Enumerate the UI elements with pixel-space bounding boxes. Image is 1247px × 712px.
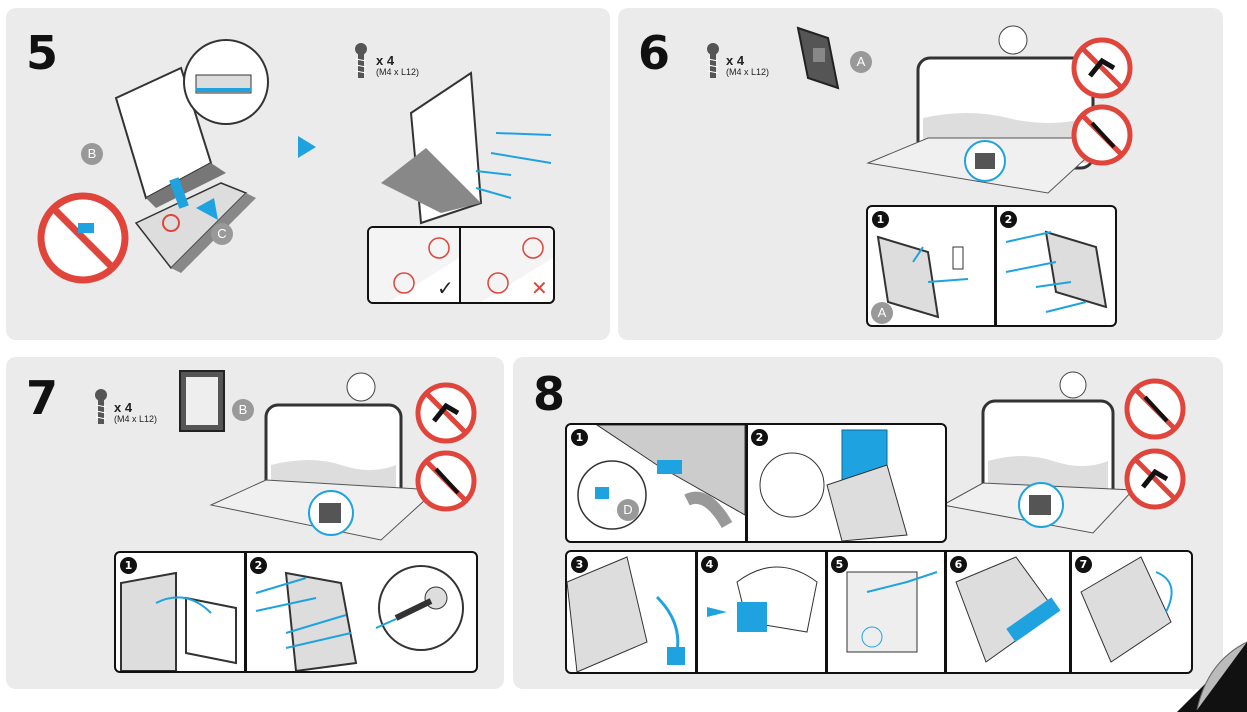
tv-facedown-illustration <box>209 372 438 541</box>
no-surface-warning-icon <box>1124 378 1186 440</box>
substep-1: 1 <box>571 429 588 446</box>
step-8-top-box: 1 2 D <box>565 423 947 543</box>
step-number: 7 <box>26 371 59 425</box>
screw-qty: x 4 (M4 x L12) <box>376 53 420 78</box>
step-6-detail-box: 1 2 A <box>866 205 1117 327</box>
substep-4: 4 <box>701 556 718 573</box>
stand-screw-illustration <box>381 71 552 225</box>
cross-mark-icon: ✕ <box>531 278 548 300</box>
substep-7: 7 <box>1075 556 1092 573</box>
bracket-a-icon <box>796 26 840 90</box>
substep-2: 2 <box>1000 211 1017 228</box>
step-number: 6 <box>638 26 671 80</box>
badge-b: B <box>232 399 254 421</box>
cable-cover-mount-illustration <box>759 429 908 541</box>
step-number: 8 <box>533 367 566 421</box>
substep-1: 1 <box>120 557 137 574</box>
bracket-align-illustration <box>876 235 969 319</box>
screw-icon <box>707 43 719 78</box>
no-surface-warning-icon <box>1071 104 1133 166</box>
cover-attach-illustration <box>955 556 1061 663</box>
substep-3: 3 <box>571 556 588 573</box>
badge-c: C <box>211 223 233 245</box>
screw-qty: x 4 (M4 x L12) <box>726 53 770 78</box>
screw-qty: x 4 (M4 x L12) <box>114 400 158 425</box>
no-hands-warning-icon <box>415 382 477 444</box>
no-hands-warning-icon <box>37 192 129 284</box>
screw-icon <box>355 43 367 78</box>
no-hands-warning-icon <box>1071 37 1133 99</box>
cable-route-illustration <box>846 571 938 653</box>
badge-a: A <box>871 302 893 324</box>
no-hands-warning-icon <box>1124 448 1186 510</box>
correct-position-illustration <box>369 228 459 302</box>
next-arrow-icon <box>298 136 316 158</box>
screw-qty-count: x 4 <box>114 400 133 415</box>
plate-screw-illustration <box>255 565 464 671</box>
substep-5: 5 <box>831 556 848 573</box>
cable-connect-illustration <box>567 556 685 672</box>
step-8-bottom-box: 3 4 5 6 7 <box>565 550 1193 674</box>
screw-icon <box>95 389 107 424</box>
step-7-panel: 7 x 4 (M4 x L12) B 1 2 <box>6 357 504 689</box>
badge-d: D <box>617 499 639 521</box>
step-6-panel: 6 x 4 (M4 x L12) A 1 2 <box>618 8 1223 340</box>
cable-cover-detach-illustration <box>577 425 746 530</box>
plate-b-icon <box>179 370 225 432</box>
no-surface-warning-icon <box>415 450 477 512</box>
incorrect-position-illustration <box>461 228 553 302</box>
step-8-panel: 8 1 2 D <box>513 357 1223 689</box>
screw-qty-count: x 4 <box>726 53 745 68</box>
tv-facedown-illustration <box>941 371 1135 534</box>
final-assembly-illustration <box>1080 556 1173 663</box>
screw-spec: (M4 x L12) <box>114 414 158 425</box>
page-curl-icon <box>1177 641 1247 712</box>
zoom-detail-circle <box>183 39 269 125</box>
substep-1: 1 <box>872 211 889 228</box>
substep-2: 2 <box>751 429 768 446</box>
badge-a: A <box>850 51 872 73</box>
cable-clip-illustration <box>707 566 818 633</box>
correct-incorrect-box: ✓ ✕ <box>367 226 555 304</box>
substep-6: 6 <box>950 556 967 573</box>
step-number: 5 <box>26 26 59 80</box>
substep-2: 2 <box>250 557 267 574</box>
screw-spec: (M4 x L12) <box>726 67 770 78</box>
check-mark-icon: ✓ <box>437 278 454 300</box>
badge-b: B <box>81 143 103 165</box>
plate-align-illustration <box>120 571 237 671</box>
step-5-panel: 5 B C x 4 (M4 x L12) <box>6 8 610 340</box>
screw-qty-count: x 4 <box>376 53 395 68</box>
tv-facedown-illustration <box>866 25 1110 194</box>
bracket-screw-illustration <box>1005 230 1108 313</box>
step-7-detail-box: 1 2 <box>114 551 478 673</box>
screw-spec: (M4 x L12) <box>376 67 420 78</box>
